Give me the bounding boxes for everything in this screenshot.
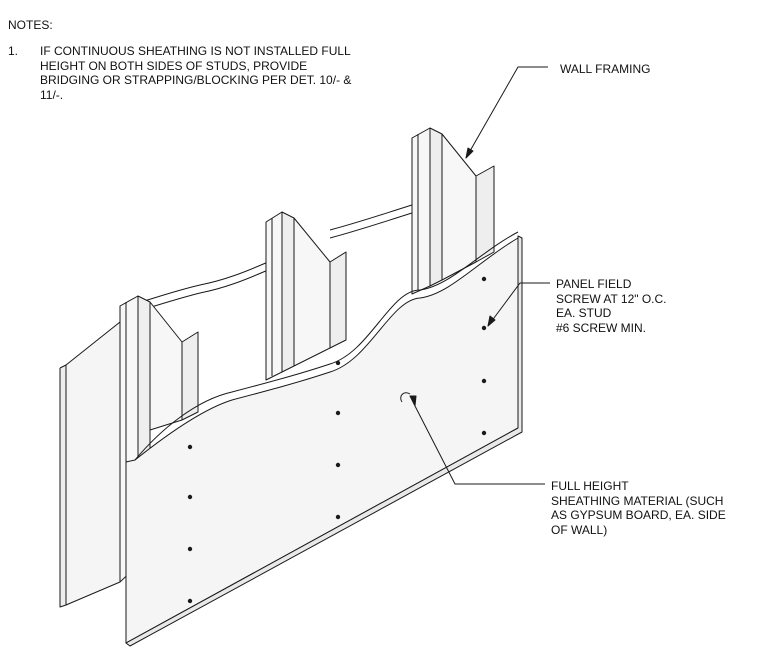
screw [187,444,193,450]
screw [335,410,341,416]
callout-line: OF WALL) [551,522,608,537]
callout-line: EA. STUD [556,306,612,320]
note-line: 11/-. [40,87,64,102]
stud-right [411,127,495,295]
callout-wall-framing: WALL FRAMING [560,62,650,77]
note-number: 1. [8,44,19,58]
notes-title: NOTES: [8,18,53,32]
callout-panel-field-screw: PANEL FIELD SCREW AT 12" O.C. EA. STUD #… [556,277,667,335]
callout-sheathing: FULL HEIGHT SHEATHING MATERIAL (SUCH AS … [551,479,760,537]
screw [335,514,341,520]
screw [187,546,193,552]
leader-lines [400,66,550,485]
callout-line: SCREW AT 12" O.C. [556,291,667,306]
screw [335,360,341,366]
leader-sheathing [414,405,545,485]
leader-wall-framing [465,66,548,159]
callout-line: FULL HEIGHT [551,479,629,493]
callout-line: WALL FRAMING [560,62,651,76]
front-sheathing-panel [125,231,523,647]
screw [187,494,193,500]
callout-line: AS GYPSUM BOARD, EA. SIDE [551,508,726,522]
callout-line: PANEL FIELD [556,277,632,291]
screw [481,276,487,282]
screw [335,462,341,468]
note-line: BRIDGING OR STRAPPING/BLOCKING PER DET. … [40,73,352,87]
back-sheathing-top-edge [119,204,413,317]
note-line: IF CONTINUOUS SHEATHING IS NOT INSTALLED… [40,44,351,58]
callout-line: SHEATHING MATERIAL (SUCH [551,493,724,508]
screw [481,378,487,384]
back-sheathing [59,321,121,608]
screw [187,598,193,604]
screw [481,430,487,436]
screw [481,325,487,331]
stud-middle [265,211,347,381]
leader-panel-screw [487,282,550,327]
note-text: IF CONTINUOUS SHEATHING IS NOT INSTALLED… [40,44,370,102]
panel-field-screws [187,276,487,604]
note-line: HEIGHT ON BOTH SIDES OF STUDS, PROVIDE [40,58,308,73]
callout-line: #6 SCREW MIN. [556,320,647,335]
